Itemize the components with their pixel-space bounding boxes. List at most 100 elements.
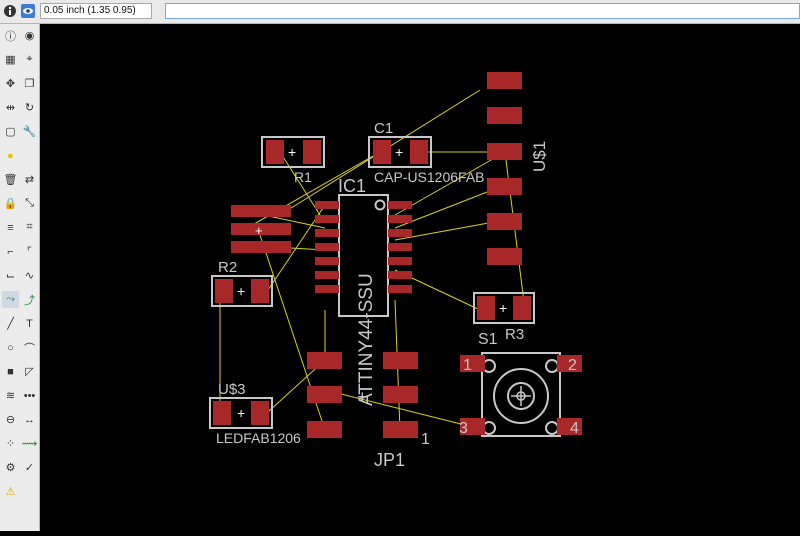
- command-input[interactable]: [165, 3, 800, 19]
- hole-icon[interactable]: •••: [23, 389, 36, 402]
- pad: [315, 271, 339, 279]
- smash-icon[interactable]: ⤡: [25, 197, 34, 209]
- name-icon[interactable]: ⌗: [26, 221, 33, 233]
- pad: [315, 215, 339, 223]
- info-icon[interactable]: [2, 3, 18, 19]
- miter-icon[interactable]: ⌜: [26, 246, 33, 258]
- change-icon[interactable]: 🔧: [22, 126, 37, 138]
- circle-icon[interactable]: ○: [7, 341, 14, 354]
- part-ic1[interactable]: IC1 ATTINY44-SSU +: [315, 176, 412, 407]
- info-icon[interactable]: ⓘ: [5, 30, 16, 43]
- arc-icon[interactable]: ⌒: [24, 342, 35, 355]
- s1-pin2-label: 2: [568, 357, 577, 374]
- pad: [315, 243, 339, 251]
- part-us1[interactable]: U$1: [487, 72, 549, 265]
- part-r1[interactable]: + R1: [261, 136, 325, 185]
- optimize-icon[interactable]: ⌙: [5, 270, 16, 282]
- errors-icon[interactable]: [21, 483, 38, 500]
- pad: [231, 241, 291, 253]
- pad: [388, 257, 412, 265]
- attribute-icon[interactable]: ⁘: [5, 438, 16, 450]
- us3-outline: [209, 397, 273, 429]
- dimension-icon[interactable]: ↔: [24, 413, 35, 426]
- split-icon[interactable]: ⌐: [7, 245, 14, 258]
- pad: [477, 296, 495, 320]
- lock-icon[interactable]: 🔒: [3, 198, 18, 210]
- s1-label: S1: [478, 331, 498, 348]
- pad: [266, 140, 284, 164]
- r1-outline: [261, 136, 325, 168]
- board-drawing: + R1 + C1 CAP-US1206FAB U$1 +: [209, 72, 582, 470]
- us3-value: LEDFAB1206: [216, 430, 301, 446]
- pad: [460, 355, 485, 372]
- r2-outline: [211, 275, 273, 307]
- eye-icon[interactable]: [20, 3, 36, 19]
- text-icon[interactable]: T: [26, 317, 33, 330]
- pad: [213, 401, 231, 425]
- value-icon[interactable]: ≡: [7, 221, 14, 234]
- part-r3[interactable]: + R3: [473, 292, 535, 343]
- paste-icon[interactable]: ●: [7, 149, 14, 162]
- route-icon[interactable]: ⤳: [2, 291, 19, 308]
- add-icon[interactable]: 🗑: [3, 174, 18, 186]
- jp1-label: JP1: [374, 450, 405, 470]
- pad: [487, 178, 522, 195]
- rect-icon[interactable]: ■: [7, 365, 14, 378]
- move-icon[interactable]: ✥: [5, 78, 16, 90]
- signal-icon[interactable]: ⊖: [5, 414, 16, 426]
- meander-icon[interactable]: ∿: [24, 270, 35, 282]
- r3-label: R3: [505, 326, 524, 343]
- pad: [513, 296, 531, 320]
- pad: [383, 421, 418, 438]
- pad: [487, 72, 522, 89]
- show-icon[interactable]: ◉: [24, 30, 35, 42]
- r3-outline: [473, 292, 535, 324]
- layers-icon[interactable]: ▦: [5, 54, 16, 66]
- pad: [303, 140, 321, 164]
- airwire: [279, 151, 321, 216]
- jp1-pin1-label: 1: [421, 431, 430, 448]
- erc-icon[interactable]: ✓: [24, 462, 35, 474]
- part-s1[interactable]: 1 2 3 4 S1: [459, 331, 582, 437]
- pad: [251, 401, 269, 425]
- pad: [388, 201, 412, 209]
- origin-cross-icon: +: [255, 223, 263, 238]
- delete-icon[interactable]: [21, 147, 38, 164]
- part-jp1[interactable]: 1 JP1: [374, 352, 430, 470]
- s1-button-ring: [493, 368, 549, 424]
- us1-label: U$1: [530, 141, 549, 172]
- wire-icon[interactable]: ╱: [7, 318, 14, 330]
- replace-icon[interactable]: ⇄: [24, 174, 35, 186]
- tool-palette: ⓘ ◉ ▦ ⌖ ✥ ❐ ⇹ ↻ ▢ 🔧 ● 🗑 ⇄ 🔒 ⤡ ≡ ⌗ ⌐ ⌜ ⌙ ∿ ⤳ ⤴ ╱ T ○ ⌒ ■ ◸ ≋ ••• ⊖ ↔ ⁘ ⟿ ⚙ ✓ ⚠: [0, 24, 40, 531]
- auto-icon[interactable]: ⚙: [5, 462, 16, 474]
- part-us3[interactable]: + U$3 LEDFAB1206: [209, 381, 301, 446]
- pad: [388, 229, 412, 237]
- copy-icon[interactable]: ❐: [24, 78, 35, 90]
- pad: [373, 140, 391, 164]
- part-r2[interactable]: + R2: [211, 259, 273, 307]
- polygon-icon[interactable]: ◸: [25, 366, 34, 378]
- ripup-icon[interactable]: ⤴: [24, 294, 35, 307]
- rotate-icon[interactable]: ↻: [24, 102, 35, 114]
- mark-icon[interactable]: ⌖: [26, 53, 33, 65]
- pad: [487, 107, 522, 124]
- part-header-left[interactable]: +: [231, 205, 291, 253]
- ratsnest-icon[interactable]: ⟿: [21, 438, 38, 450]
- board-canvas[interactable]: + R1 + C1 CAP-US1206FAB U$1 +: [40, 24, 800, 531]
- via-icon[interactable]: ≋: [5, 390, 16, 402]
- ic1-label: IC1: [338, 176, 366, 196]
- r2-label: R2: [218, 259, 237, 276]
- origin-cross-icon: +: [395, 144, 403, 160]
- airwire: [394, 219, 506, 241]
- group-icon[interactable]: ▢: [5, 126, 16, 138]
- drc-icon[interactable]: ⚠: [5, 486, 16, 498]
- pad: [388, 243, 412, 251]
- c1-label: C1: [374, 120, 393, 137]
- us3-label: U$3: [218, 381, 246, 398]
- pad: [315, 201, 339, 209]
- s1-button-inner: [507, 382, 535, 410]
- ic1-value: ATTINY44-SSU: [356, 273, 377, 406]
- part-connector-mid[interactable]: [307, 352, 342, 438]
- part-c1[interactable]: + C1 CAP-US1206FAB: [368, 120, 485, 185]
- mirror-icon[interactable]: ⇹: [5, 102, 16, 114]
